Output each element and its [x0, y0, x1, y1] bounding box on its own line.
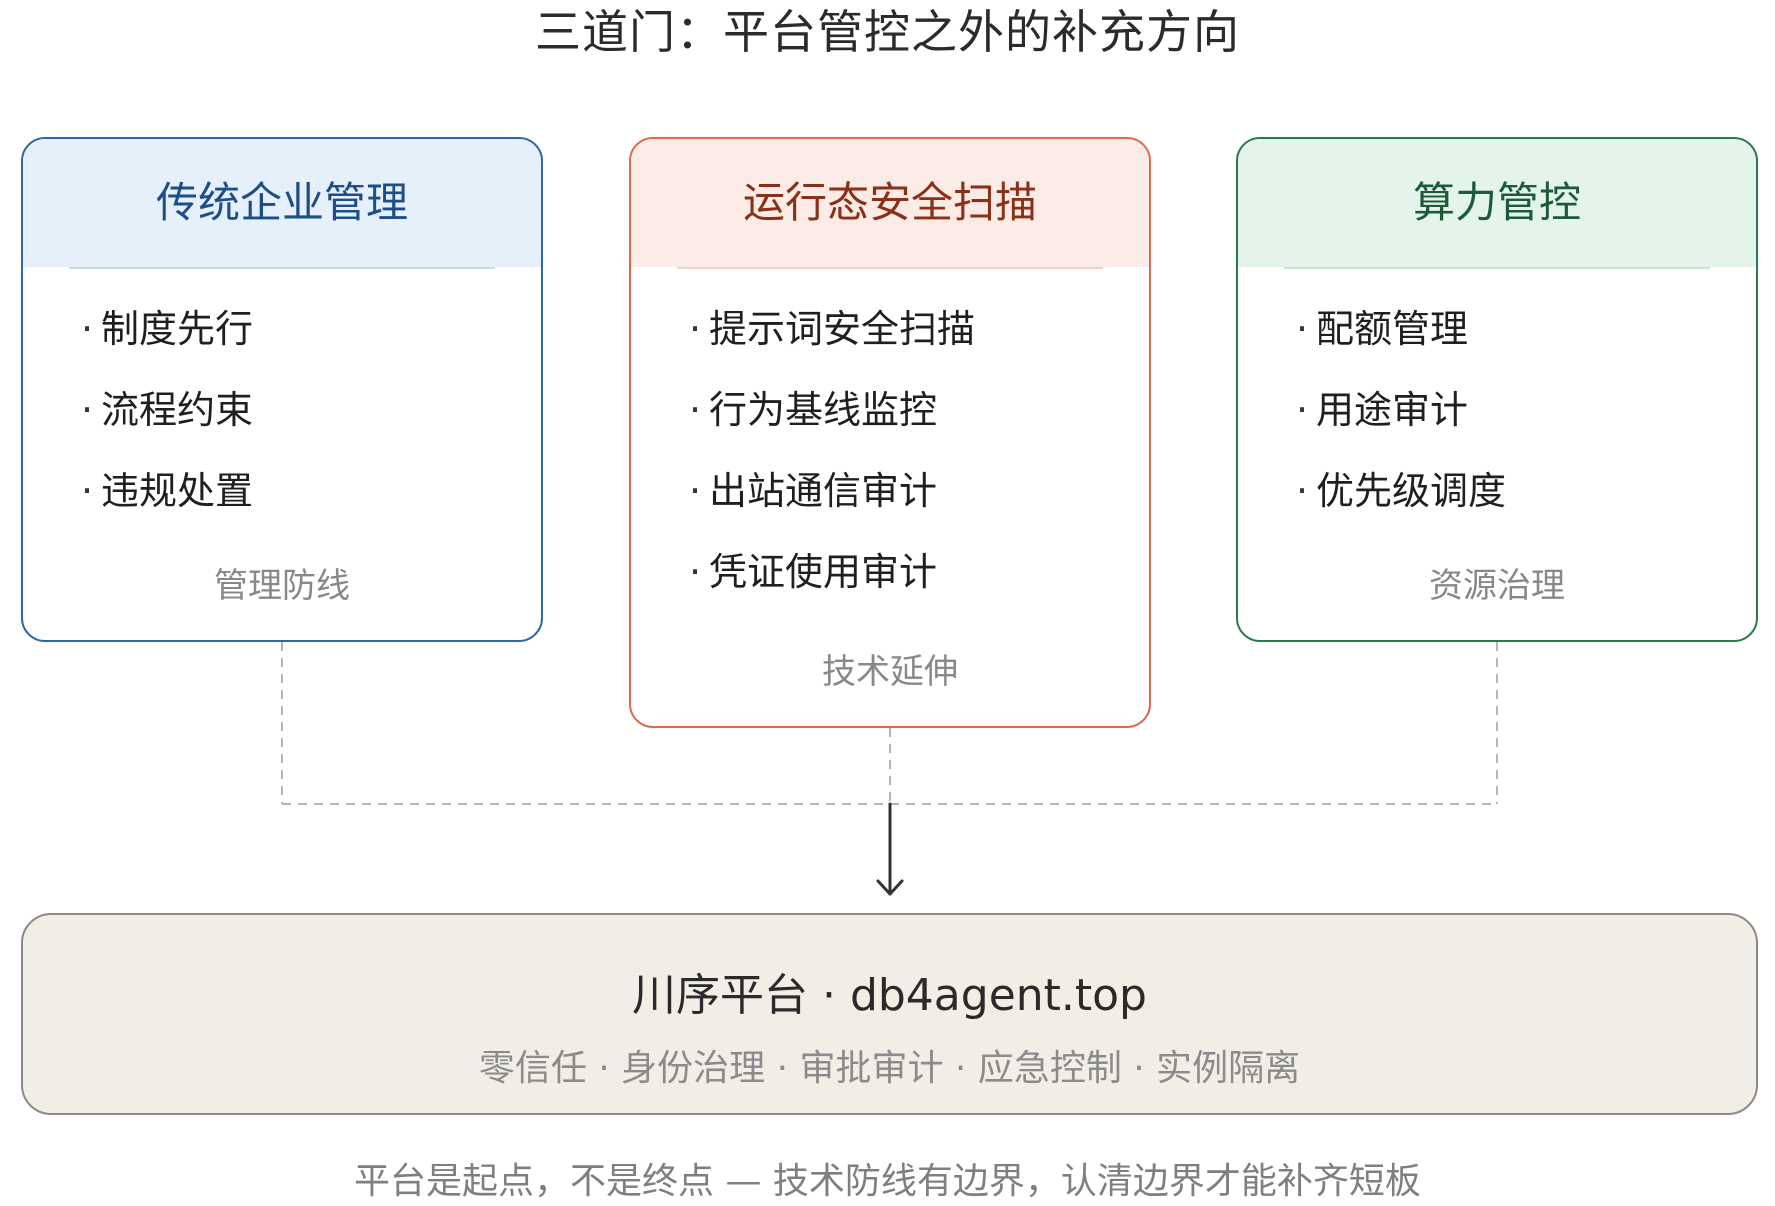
bullet-icon: · [1296, 388, 1309, 432]
card-divider [1284, 267, 1710, 269]
card-footer-label: 技术延伸 [822, 652, 958, 692]
list-item: ·提示词安全扫描 [689, 303, 975, 384]
list-item-label: 提示词安全扫描 [709, 307, 976, 351]
list-item-label: 行为基线监控 [709, 388, 938, 432]
list-item-label: 流程约束 [101, 388, 254, 432]
card-item-list: ·配额管理 ·用途审计 ·优先级调度 [1296, 303, 1506, 546]
down-arrow-icon [876, 802, 904, 896]
card-heading: 运行态安全扫描 [631, 139, 1149, 267]
list-item: ·违规处置 [81, 465, 253, 546]
list-item-label: 配额管理 [1316, 307, 1469, 351]
platform-box: 川序平台 · db4agent.top 零信任 · 身份治理 · 审批审计 · … [21, 913, 1758, 1115]
card-divider [69, 267, 495, 269]
card-footer-label: 资源治理 [1429, 566, 1565, 606]
list-item: ·用途审计 [1296, 384, 1506, 465]
card-traditional-management: 传统企业管理 ·制度先行 ·流程约束 ·违规处置 管理防线 [21, 137, 543, 642]
card-heading: 传统企业管理 [23, 139, 541, 267]
bullet-icon: · [689, 469, 702, 513]
list-item-label: 违规处置 [101, 469, 254, 513]
card-heading: 算力管控 [1238, 139, 1756, 267]
card-divider [677, 267, 1103, 269]
card-compute-control: 算力管控 ·配额管理 ·用途审计 ·优先级调度 资源治理 [1236, 137, 1758, 642]
list-item-label: 用途审计 [1316, 388, 1469, 432]
bullet-icon: · [689, 307, 702, 351]
bullet-icon: · [689, 388, 702, 432]
list-item-label: 优先级调度 [1316, 469, 1507, 513]
list-item: ·行为基线监控 [689, 384, 975, 465]
platform-name: 川序平台 · db4agent.top [631, 970, 1147, 1021]
list-item: ·出站通信审计 [689, 465, 975, 546]
list-item: ·配额管理 [1296, 303, 1506, 384]
list-item: ·凭证使用审计 [689, 546, 975, 627]
card-item-list: ·提示词安全扫描 ·行为基线监控 ·出站通信审计 ·凭证使用审计 [689, 303, 975, 627]
card-item-list: ·制度先行 ·流程约束 ·违规处置 [81, 303, 253, 546]
bullet-icon: · [1296, 307, 1309, 351]
list-item: ·流程约束 [81, 384, 253, 465]
footer-caption: 平台是起点，不是终点 — 技术防线有边界，认清边界才能补齐短板 [354, 1161, 1421, 1202]
card-runtime-security-scan: 运行态安全扫描 ·提示词安全扫描 ·行为基线监控 ·出站通信审计 ·凭证使用审计… [629, 137, 1151, 728]
list-item-label: 凭证使用审计 [709, 550, 938, 594]
platform-features: 零信任 · 身份治理 · 审批审计 · 应急控制 · 实例隔离 [478, 1048, 1301, 1089]
bullet-icon: · [689, 550, 702, 594]
list-item: ·优先级调度 [1296, 465, 1506, 546]
bullet-icon: · [81, 469, 94, 513]
bullet-icon: · [1296, 469, 1309, 513]
diagram-title: 三道门：平台管控之外的补充方向 [535, 5, 1240, 59]
bullet-icon: · [81, 307, 94, 351]
list-item-label: 出站通信审计 [709, 469, 938, 513]
card-footer-label: 管理防线 [214, 566, 350, 606]
bullet-icon: · [81, 388, 94, 432]
list-item: ·制度先行 [81, 303, 253, 384]
list-item-label: 制度先行 [101, 307, 254, 351]
